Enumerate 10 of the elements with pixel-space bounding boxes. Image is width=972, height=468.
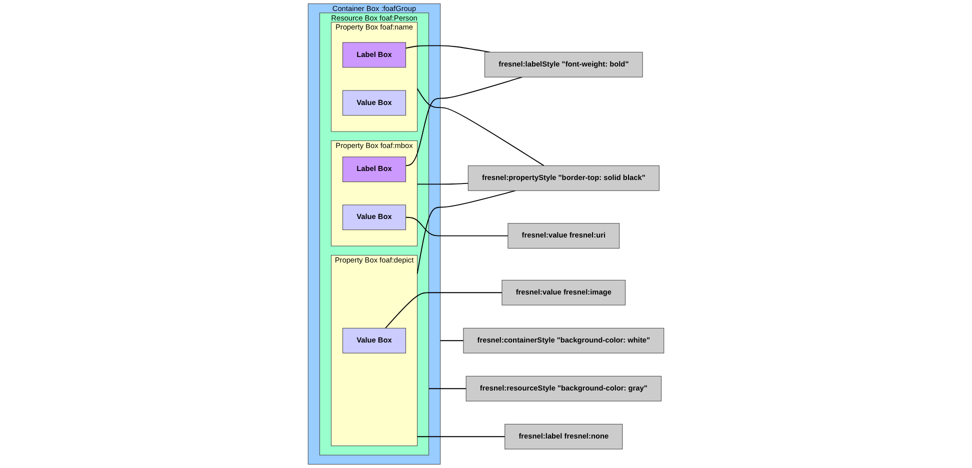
connector: [405, 76, 523, 166]
connector: [416, 182, 469, 185]
connector: [405, 216, 508, 236]
connector: [405, 45, 490, 53]
connector: [416, 436, 506, 438]
connector: [416, 88, 544, 166]
connector: [428, 388, 467, 390]
connector: [384, 292, 502, 329]
connector: [440, 340, 464, 342]
connector: [416, 190, 516, 274]
